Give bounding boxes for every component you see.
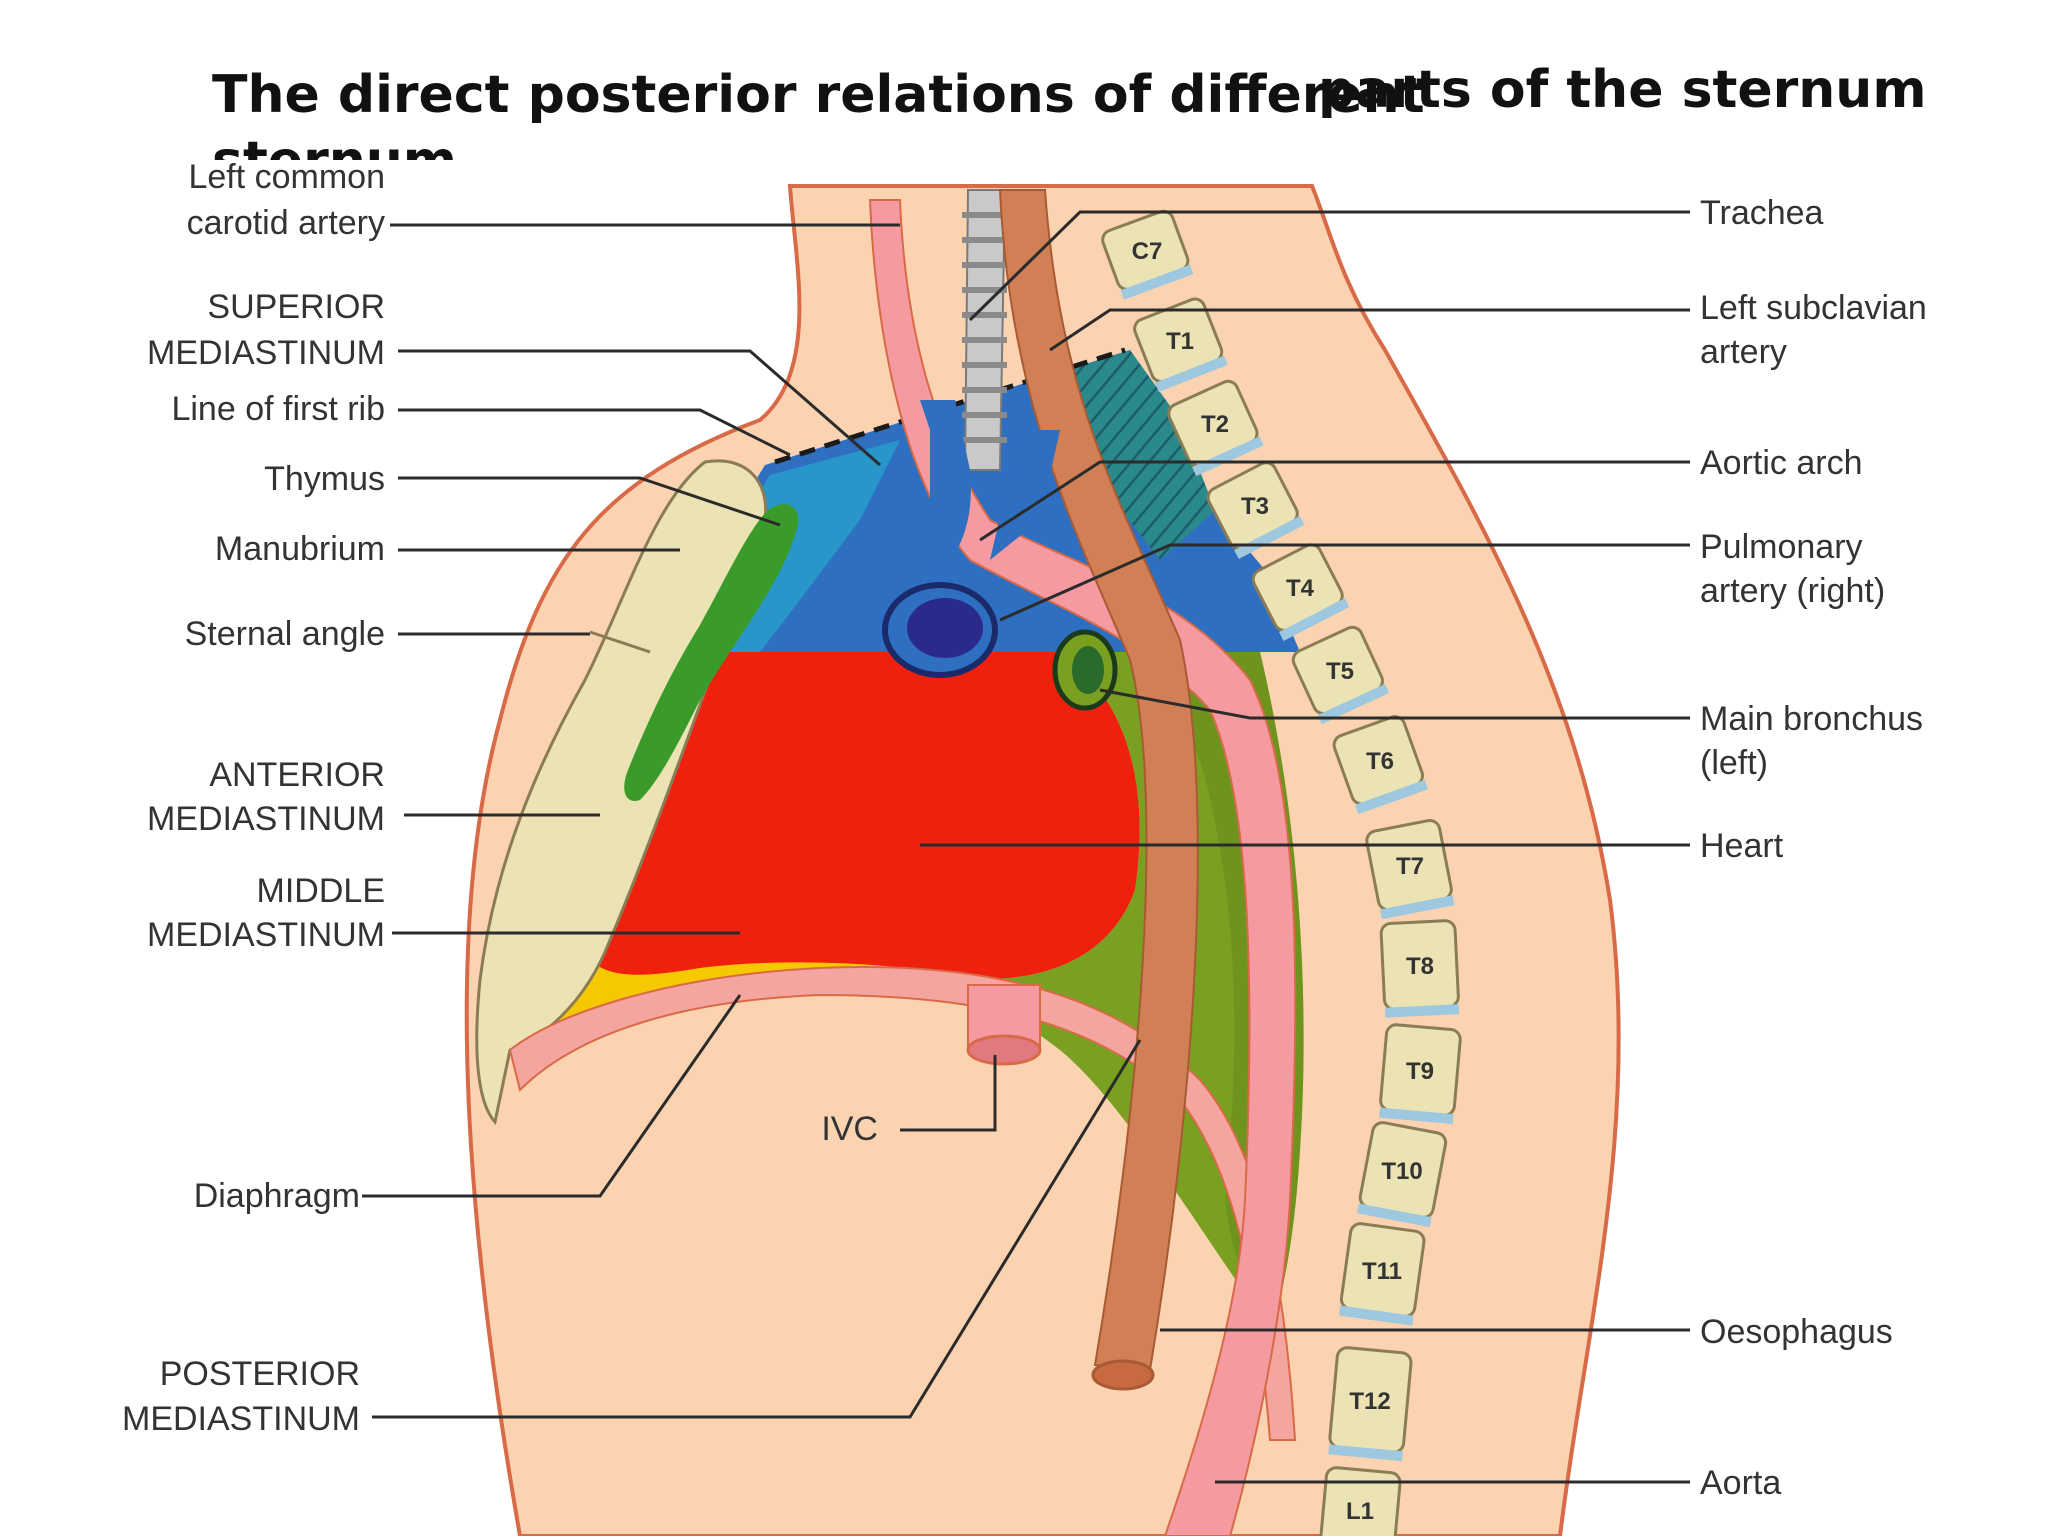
vertebra-l1: L1 [1319,1466,1402,1536]
vertebra-c7: C7 [1101,209,1194,300]
diaphragm [508,966,1297,1441]
label-thymus: Thymus [264,460,385,498]
vertebra-label: T1 [1166,328,1194,355]
label-superior-2: MEDIASTINUM [147,334,385,372]
label-aorta: Aorta [1700,1464,1781,1502]
trachea-rings [962,212,1007,443]
label-oesophagus: Oesophagus [1700,1313,1893,1351]
vertebra-t9: T9 [1379,1023,1462,1125]
intervertebral-disc [1120,264,1194,300]
thymus [624,504,799,801]
intervertebral-disc [1279,598,1350,641]
diagram-title: The direct posterior relations of differ… [212,60,1927,191]
label-subclavian-1: Left subclavian [1700,289,1927,327]
intervertebral-disc [1192,436,1264,477]
trachea [963,189,1007,471]
label-posterior-2: MEDIASTINUM [122,1400,360,1438]
vertebra-t6: T6 [1332,715,1429,815]
vertebra-label: L1 [1346,1498,1374,1525]
sternal-angle-line [589,630,651,654]
vertebra-t5: T5 [1291,625,1390,725]
label-sternal-angle: Sternal angle [185,615,385,653]
vertebra-label: T3 [1241,493,1269,520]
vertebra-label: T6 [1366,748,1394,775]
title-overflow: sternum [212,131,457,191]
leader-lines-right [920,210,1690,1484]
vertebra-label: T10 [1381,1158,1422,1185]
vertebra-label: T7 [1396,853,1424,880]
label-pulmonary-2: artery (right) [1700,572,1885,610]
ivc-opening [966,1034,1042,1066]
label-pulmonary-1: Pulmonary [1700,528,1863,566]
vertebra-label: T2 [1201,411,1229,438]
label-posterior-1: POSTERIOR [160,1355,360,1393]
oesophagus-end [1091,1359,1155,1391]
label-carotid-1: Left common [188,158,385,196]
label-first-rib: Line of first rib [171,390,385,428]
title-part-2: parts of the sternum [1318,60,1927,120]
intervertebral-disc [1234,516,1305,559]
label-subclavian-2: artery [1700,333,1787,371]
label-carotid-2: carotid artery [187,204,385,242]
label-anterior-2: MEDIASTINUM [147,800,385,838]
leader-lines [362,223,1142,1419]
label-diaphragm: Diaphragm [194,1177,360,1215]
label-trachea: Trachea [1700,194,1824,232]
vertebra-body [1319,1466,1402,1536]
intervertebral-disc [1155,355,1228,393]
vertebra-label: T8 [1406,953,1434,980]
vertebra-label: T12 [1349,1388,1390,1415]
intervertebral-disc [1380,895,1455,920]
label-manubrium: Manubrium [215,530,385,568]
vertebra-t2: T2 [1167,379,1264,477]
sternum [475,459,768,1126]
pulmonary-artery-inner [907,598,983,658]
label-superior-1: SUPERIOR [207,288,385,326]
labels-right: Trachea Left subclavian artery Aortic ar… [1700,194,1927,1502]
vertebra-label: T11 [1362,1258,1402,1285]
vertebra-t10: T10 [1357,1121,1448,1228]
vertebra-t12: T12 [1328,1346,1413,1462]
vertebra-t3: T3 [1206,461,1305,559]
vertebra-t8: T8 [1379,919,1460,1018]
superior-mediastinum-hatched [1065,350,1215,560]
vertebra-t1: T1 [1133,297,1228,393]
label-bronchus-1: Main bronchus [1700,700,1923,738]
vertebra-t7: T7 [1365,818,1455,920]
intervertebral-disc [1357,1203,1432,1228]
label-middle-1: MIDDLE [257,872,385,910]
intervertebral-disc [1379,1107,1454,1125]
vertebra-label: C7 [1132,238,1163,265]
intervertebral-disc [1339,1305,1414,1326]
middle-mediastinum [589,652,1140,981]
main-bronchus-inner [1072,646,1104,694]
intervertebral-disc [1317,683,1390,725]
label-bronchus-2: (left) [1700,744,1768,782]
vertebra-label: T4 [1286,575,1315,602]
intervertebral-disc [1328,1444,1403,1462]
labels-left: Left common carotid artery SUPERIOR MEDI… [122,158,385,1438]
brachiocephalic-vessels [920,400,1060,580]
vertebra-t11: T11 [1339,1222,1426,1326]
label-ivc: IVC [821,1110,878,1148]
vertebra-t4: T4 [1251,543,1350,641]
intervertebral-disc [1384,1004,1460,1018]
title-part-1: The direct posterior relations of differ… [212,65,1425,125]
vertebra-label: T5 [1326,658,1354,685]
vertebra-label: T9 [1406,1058,1434,1085]
label-heart: Heart [1700,827,1784,865]
label-middle-2: MEDIASTINUM [147,916,385,954]
label-aortic-arch: Aortic arch [1700,444,1863,482]
intervertebral-disc [1354,779,1429,815]
label-anterior-1: ANTERIOR [209,756,385,794]
